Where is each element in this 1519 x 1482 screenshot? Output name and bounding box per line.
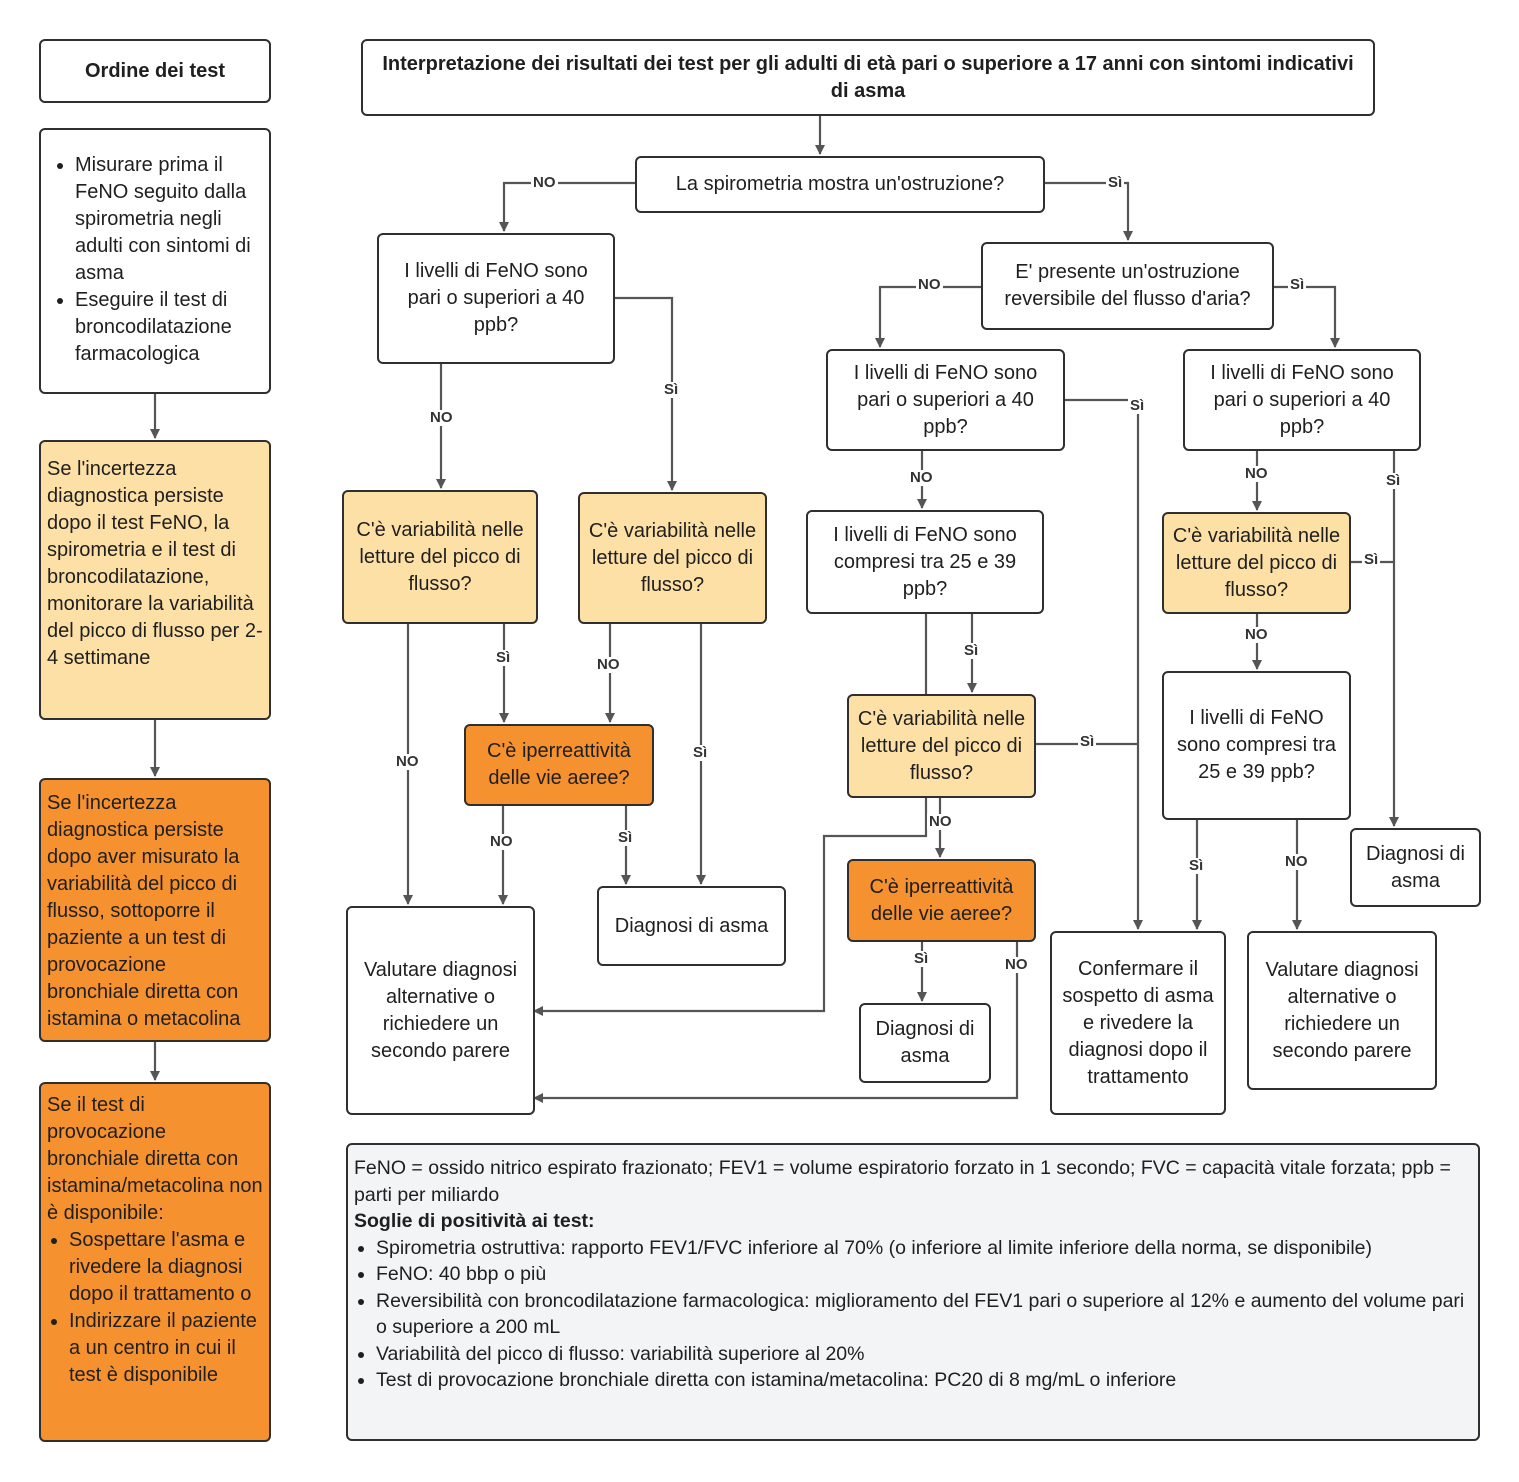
legend-abbreviations: FeNO = ossido nitrico espirato frazionat… (354, 1157, 1451, 1206)
label-yes: Sì (1128, 397, 1147, 414)
label-no: NO (531, 174, 558, 191)
spirometry-question: La spirometria mostra un'ostruzione? (635, 156, 1045, 213)
legend-item: FeNO: 40 bbp o più (376, 1261, 1472, 1288)
label-yes: Sì (1106, 174, 1125, 191)
order-title: Ordine dei test (84, 59, 226, 82)
label-yes: Sì (494, 649, 513, 666)
legend-item: Test di provocazione bronchiale diretta … (376, 1367, 1472, 1394)
label-yes: Sì (1187, 857, 1206, 874)
step4-box: Se il test di provocazione bronchiale di… (39, 1082, 271, 1442)
label-yes: Sì (1384, 472, 1403, 489)
step1-item: Eseguire il test di broncodilatazione fa… (75, 287, 263, 368)
label-yes: Sì (616, 829, 635, 846)
reversible-obstruction-question: E' presente un'ostruzione reversibile de… (981, 242, 1274, 330)
label-yes: Sì (962, 642, 981, 659)
label-no: NO (1243, 465, 1270, 482)
asthma-diagnosis-1: Diagnosi di asma (597, 886, 786, 966)
alternative-diagnosis-left: Valutare diagnosi alternative o richiede… (346, 906, 535, 1115)
order-title-box: Ordine dei test (39, 39, 271, 103)
step4-intro: Se il test di provocazione bronchiale di… (47, 1094, 263, 1224)
legend-item: Variabilità del picco di flusso: variabi… (376, 1341, 1472, 1368)
asthma-diagnosis-2: Diagnosi di asma (859, 1003, 991, 1083)
label-yes: Sì (1362, 551, 1381, 568)
label-no: NO (927, 813, 954, 830)
feno40-question-left: I livelli di FeNO sono pari o superiori … (377, 233, 615, 364)
label-no: NO (1283, 853, 1310, 870)
label-no: NO (916, 276, 943, 293)
label-yes: Sì (662, 381, 681, 398)
peak-flow-question-4: C'è variabilità nelle letture del picco … (1162, 512, 1351, 614)
step1-list: Misurare prima il FeNO seguito dalla spi… (53, 152, 263, 368)
step3-box: Se l'incertezza diagnostica persiste dop… (39, 778, 271, 1042)
label-no: NO (595, 656, 622, 673)
label-no: NO (428, 409, 455, 426)
label-no: NO (1003, 956, 1030, 973)
step4-item: Sospettare l'asma e rivedere la diagnosi… (69, 1227, 263, 1308)
hyperreactivity-question-1: C'è iperreattività delle vie aeree? (464, 724, 654, 806)
peak-flow-question-2: C'è variabilità nelle letture del picco … (578, 492, 767, 624)
step4-item: Indirizzare il paziente a un centro in c… (69, 1308, 263, 1389)
flowchart-title: Interpretazione dei risultati dei test p… (361, 39, 1375, 116)
legend-item: Spirometria ostruttiva: rapporto FEV1/FV… (376, 1235, 1472, 1262)
peak-flow-question-3: C'è variabilità nelle letture del picco … (847, 694, 1036, 798)
asthma-diagnosis-3: Diagnosi di asma (1350, 828, 1481, 907)
hyperreactivity-question-2: C'è iperreattività delle vie aeree? (847, 859, 1036, 942)
peak-flow-question-1: C'è variabilità nelle letture del picco … (342, 490, 538, 624)
legend-item: Reversibilità con broncodilatazione farm… (376, 1288, 1472, 1341)
label-yes: Sì (691, 744, 710, 761)
alternative-diagnosis-right: Valutare diagnosi alternative o richiede… (1247, 931, 1437, 1090)
feno40-question-right: I livelli di FeNO sono pari o superiori … (1183, 349, 1421, 451)
step2-box: Se l'incertezza diagnostica persiste dop… (39, 440, 271, 720)
label-no: NO (908, 469, 935, 486)
feno-25-39-question-right: I livelli di FeNO sono compresi tra 25 e… (1162, 671, 1351, 820)
legend-threshold-list: Spirometria ostruttiva: rapporto FEV1/FV… (354, 1235, 1472, 1394)
label-no: NO (488, 833, 515, 850)
step3-text: Se l'incertezza diagnostica persiste dop… (47, 792, 241, 1030)
label-yes: Sì (912, 950, 931, 967)
feno-25-39-question-middle: I livelli di FeNO sono compresi tra 25 e… (806, 510, 1044, 614)
step2-text: Se l'incertezza diagnostica persiste dop… (47, 458, 263, 669)
confirm-suspicion-box: Confermare il sospetto di asma e riveder… (1050, 931, 1226, 1115)
legend-heading: Soglie di positività ai test: (354, 1210, 595, 1232)
step4-list: Sospettare l'asma e rivedere la diagnosi… (47, 1227, 263, 1389)
label-no: NO (1243, 626, 1270, 643)
label-yes: Sì (1288, 276, 1307, 293)
step1-box: Misurare prima il FeNO seguito dalla spi… (39, 128, 271, 394)
legend-box: FeNO = ossido nitrico espirato frazionat… (346, 1143, 1480, 1441)
step1-item: Misurare prima il FeNO seguito dalla spi… (75, 152, 263, 287)
label-yes: Sì (1078, 733, 1097, 750)
label-no: NO (394, 753, 421, 770)
feno40-question-middle: I livelli di FeNO sono pari o superiori … (826, 349, 1065, 451)
